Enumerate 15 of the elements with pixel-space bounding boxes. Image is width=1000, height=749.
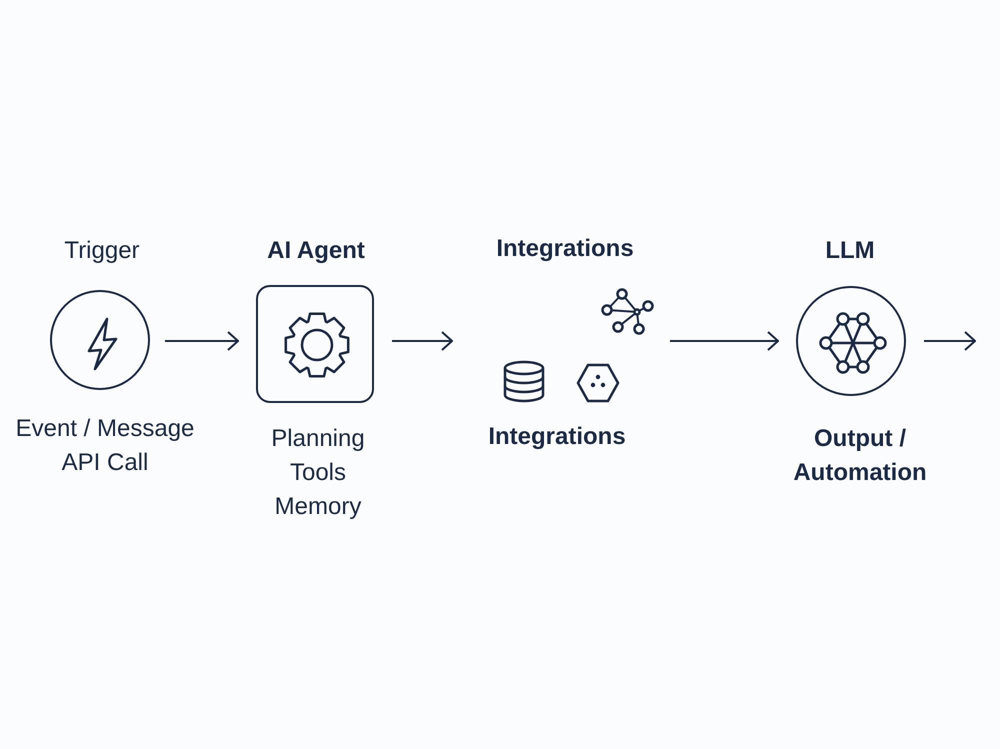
arrow bbox=[392, 331, 453, 351]
step-text: Output / Automation bbox=[792, 424, 928, 488]
arrow bbox=[924, 331, 976, 351]
step-text: API Call bbox=[62, 448, 148, 478]
step-heading: LLM bbox=[825, 236, 875, 266]
arrow bbox=[165, 331, 239, 351]
arrow bbox=[670, 331, 779, 351]
step-text: Event / Message bbox=[16, 414, 194, 444]
step-text: Integrations bbox=[488, 422, 626, 452]
step-heading: Trigger bbox=[64, 236, 140, 266]
step-text: Planning bbox=[271, 424, 365, 454]
step-heading: AI Agent bbox=[267, 236, 365, 266]
step-text: Memory bbox=[274, 492, 362, 522]
step-heading: Integrations bbox=[496, 234, 634, 264]
step-text: Tools bbox=[290, 458, 346, 488]
